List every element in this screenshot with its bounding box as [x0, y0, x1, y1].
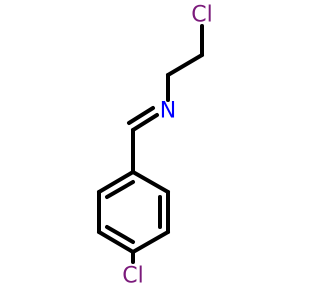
atom-label-chlorine-bottom: Cl: [122, 264, 143, 289]
ring-bond-3: [131, 230, 170, 254]
ring-bond-6: [97, 170, 135, 194]
bond-n-ch-1: [131, 113, 159, 132]
molecule-structure: Cl N Cl: [97, 3, 213, 289]
ring-inner-bond-2: [105, 225, 135, 244]
atom-label-nitrogen: N: [160, 99, 176, 124]
structure-canvas: Cl N Cl: [97, 2, 213, 289]
bond-ch2-ch2: [166, 53, 204, 77]
atom-label-chlorine-top: Cl: [191, 3, 212, 28]
ring-inner-bond-3: [105, 180, 135, 199]
ring-bond-4: [97, 230, 135, 254]
ring-bond-1: [131, 170, 170, 194]
bond-n-ch-2: [127, 106, 155, 125]
